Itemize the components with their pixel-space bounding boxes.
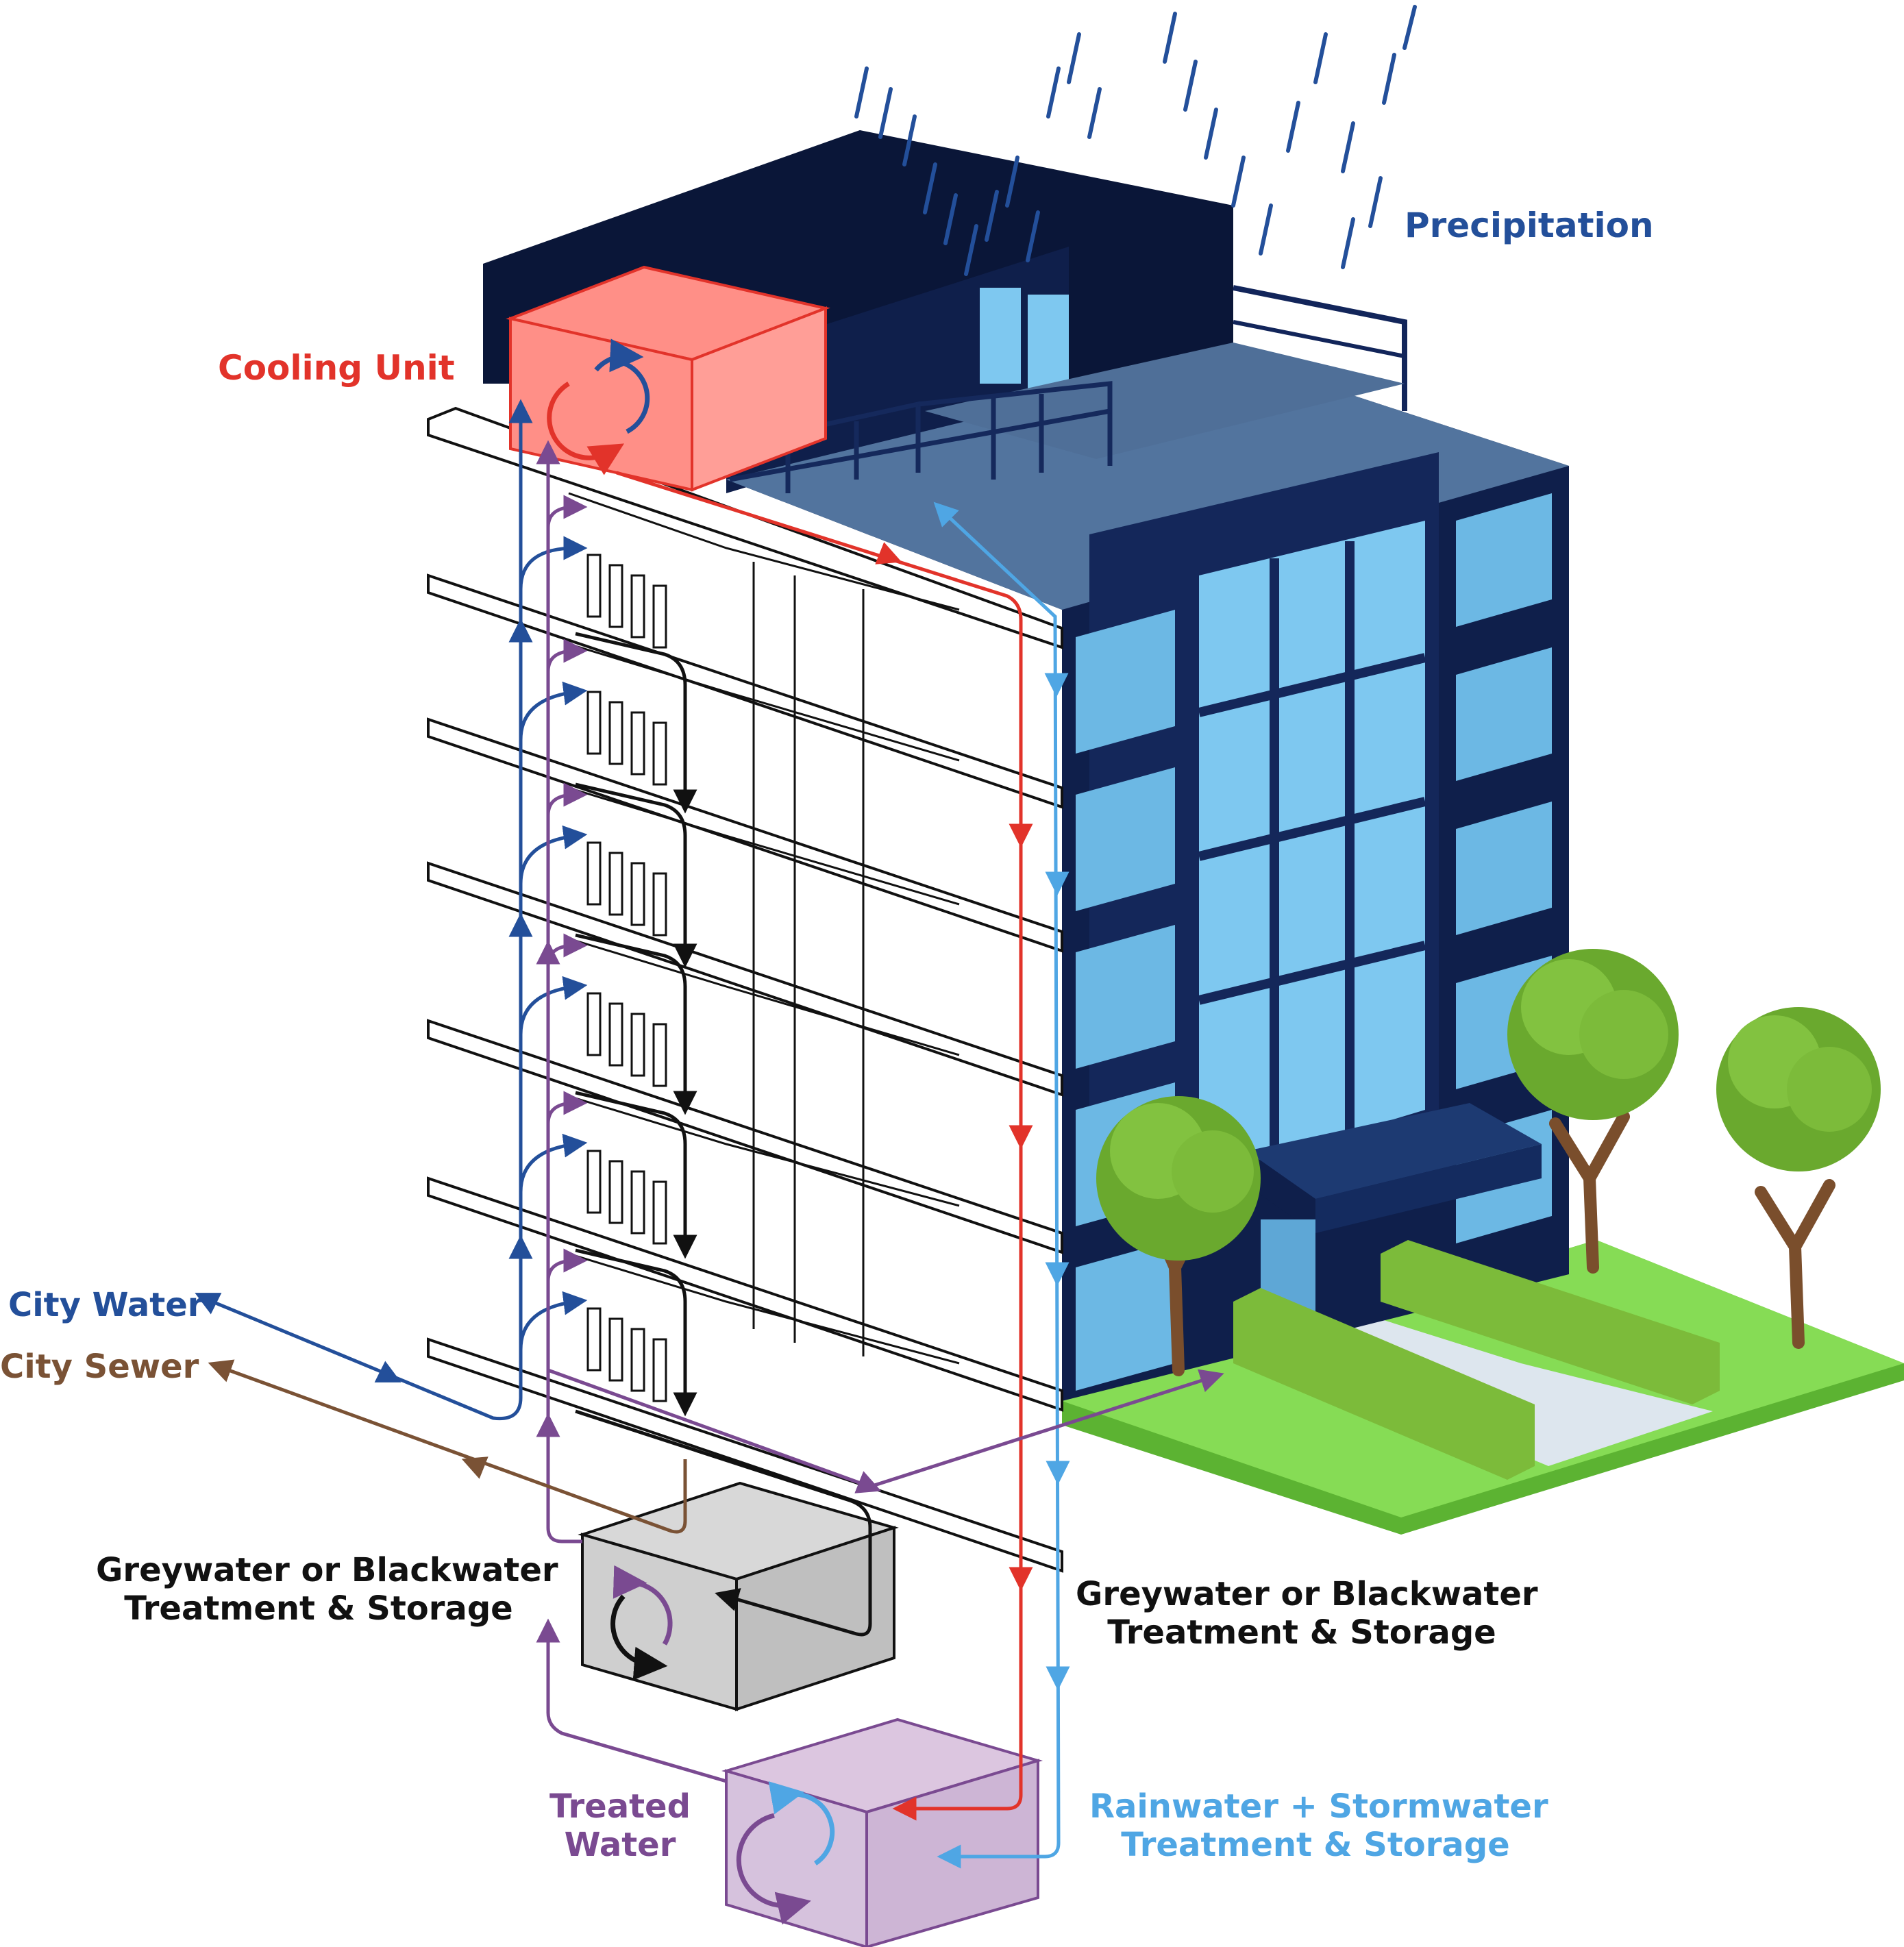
city-sewer-label: City Sewer — [0, 1348, 199, 1386]
treated-water-tank-icon — [721, 1717, 1043, 1947]
tree-icon-3 — [1716, 1007, 1881, 1349]
cooling-return-line — [616, 471, 1033, 1821]
tree-icon — [1096, 1096, 1261, 1376]
city-water-line — [195, 399, 588, 1421]
city-sewer-line — [208, 1359, 687, 1534]
greywater-tank-icon — [578, 1481, 899, 1711]
rooms — [568, 492, 960, 1365]
precipitation-label: Precipitation — [1405, 206, 1654, 245]
fixtures — [586, 554, 667, 1402]
rain-icon — [854, 5, 1417, 276]
floor-slabs — [427, 406, 1063, 1573]
cooling-unit-label: Cooling Unit — [218, 348, 455, 388]
wastewater-line — [575, 632, 872, 1637]
city-water-label: City Water — [8, 1286, 204, 1324]
cooling-unit-icon — [506, 265, 830, 492]
hedge-icon — [1233, 1240, 1720, 1480]
tree-icon-2 — [1507, 949, 1679, 1274]
treated-water-line — [536, 440, 1224, 1783]
rainwater-line — [933, 501, 1070, 1869]
